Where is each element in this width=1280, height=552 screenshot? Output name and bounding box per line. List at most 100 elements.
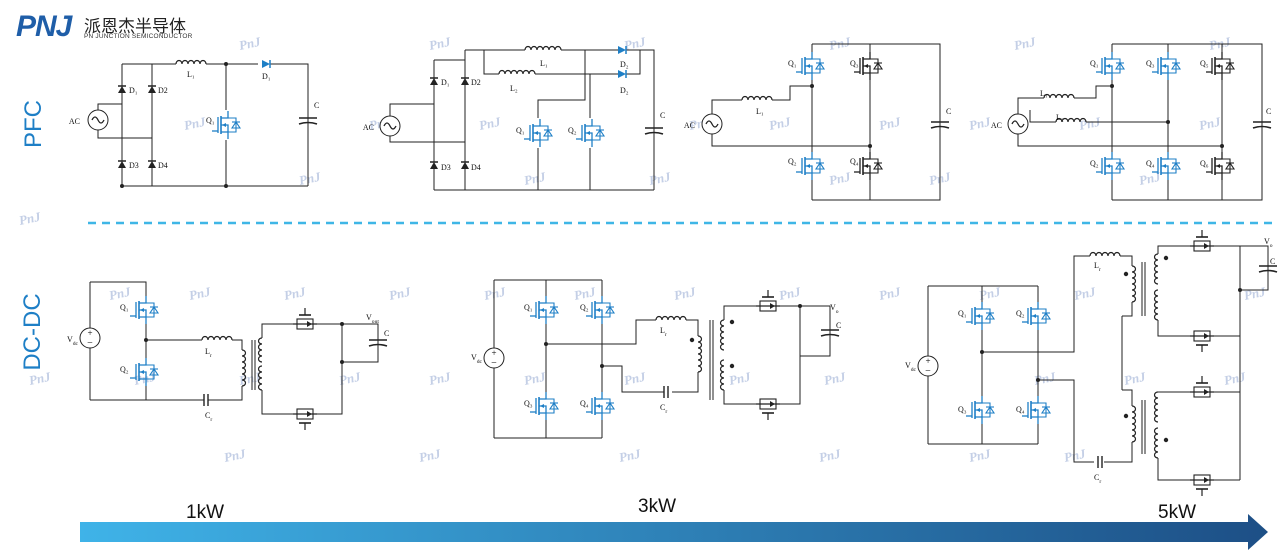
dc-source-symbol <box>917 355 939 377</box>
sr-mosfet-bottom <box>293 408 317 430</box>
watermark-text: PnJ <box>768 114 793 133</box>
transformer-secondary <box>1153 289 1159 321</box>
capacitor-plate <box>1258 269 1278 273</box>
pfc-mosfet-q2 <box>576 119 606 147</box>
capacitor-label: C <box>946 107 951 116</box>
transformer-primary-bottom <box>1131 405 1137 443</box>
resonant-capacitor-label: Cr <box>660 403 667 415</box>
mosfet-label-q2: Q₂ <box>788 157 797 166</box>
pfc-mosfet-lower <box>1096 152 1126 180</box>
mosfet-label-q1: Q₁ <box>524 303 533 312</box>
power-level-1kw: 1kW <box>186 502 224 523</box>
watermark-text: PnJ <box>1013 34 1038 53</box>
watermark-text: PnJ <box>283 284 308 303</box>
transformer-primary-top <box>1131 265 1137 303</box>
watermark-text: PnJ <box>1063 446 1088 465</box>
input-voltage-label: Vdc <box>905 361 917 373</box>
watermark-text: PnJ <box>223 446 248 465</box>
junction-dot <box>224 62 228 66</box>
inductor-label-l1: L₁ <box>756 107 764 116</box>
wire <box>672 372 699 393</box>
junction-dot <box>340 360 344 364</box>
sr-mosfet <box>1190 230 1214 252</box>
power-level-5kw: 5kW <box>1158 502 1196 523</box>
power-level-3kw: 3kW <box>638 496 676 517</box>
wire <box>90 281 147 296</box>
wire <box>723 305 756 320</box>
llc-mosfet-q3 <box>966 396 996 424</box>
pfc-mosfet-q4 <box>854 152 884 180</box>
capacitor-label: C <box>660 111 665 120</box>
wire <box>1157 245 1190 254</box>
company-logo-mark: PNJ <box>16 10 72 43</box>
plus-sign: + <box>491 348 496 358</box>
mosfet-label-q2: Q₂ <box>580 303 589 312</box>
polarity-dot <box>1123 413 1129 419</box>
watermark-text: PnJ <box>18 209 43 228</box>
wire <box>389 103 434 116</box>
junction-dot <box>144 338 148 342</box>
mosfet-label-q2: Q₂ <box>120 365 129 374</box>
power-scale-arrow <box>80 514 1268 550</box>
mosfet-label-q6: Q₆ <box>1200 159 1209 168</box>
watermark-text: PnJ <box>728 369 753 388</box>
junction-dot <box>340 322 344 326</box>
pfc-mosfet-upper <box>1206 52 1236 80</box>
sr-mosfet-bottom <box>756 398 780 420</box>
diode-symbol <box>430 78 438 85</box>
mosfet-label-q4: Q₄ <box>1146 159 1155 168</box>
wire <box>317 323 343 362</box>
diode-label-d1: D₁ <box>129 86 138 95</box>
watermark-text: PnJ <box>878 284 903 303</box>
capacitor-plate <box>368 343 388 347</box>
boost-diode-2 <box>618 70 626 78</box>
output-voltage-label: Vo <box>830 303 839 315</box>
junction-dot <box>798 304 802 308</box>
boost-diode <box>262 60 270 68</box>
mosfet-label-q5: Q₅ <box>1200 59 1209 68</box>
wire <box>261 390 293 415</box>
transformer-secondary-bottom <box>719 359 725 391</box>
watermark-text: PnJ <box>1078 114 1103 133</box>
llc-mosfet-q2 <box>130 358 160 386</box>
output-voltage-label: Vo <box>1264 237 1273 249</box>
capacitor-plate <box>1252 125 1272 129</box>
diode-label-d1: D₁ <box>441 78 450 87</box>
plus-sign: + <box>925 356 930 366</box>
resonant-inductor-label: Lr <box>205 347 212 359</box>
inductor-l1 <box>741 95 773 101</box>
ac-source-label: AC <box>69 117 80 126</box>
capacitor-plate <box>298 121 318 125</box>
inductor-l1 <box>1043 93 1075 99</box>
llc-mosfet-q2 <box>1022 302 1052 330</box>
watermark-text: PnJ <box>618 446 643 465</box>
transformer-secondary <box>1153 253 1159 285</box>
watermark-text: PnJ <box>338 369 363 388</box>
sr-mosfet-top <box>756 290 780 312</box>
watermark-text: PnJ <box>388 284 413 303</box>
llc-mosfet-q4 <box>586 392 616 420</box>
wire <box>270 63 309 186</box>
transformer-secondary-top <box>257 337 263 363</box>
watermark-text: PnJ <box>1208 34 1233 53</box>
wire <box>1074 85 1112 99</box>
watermark-text: PnJ <box>108 284 133 303</box>
resonant-inductor <box>1089 251 1121 257</box>
diode-label-d2: D2 <box>471 78 481 87</box>
watermark-text: PnJ <box>818 446 843 465</box>
watermark-text: PnJ <box>523 369 548 388</box>
transformer-secondary <box>1153 391 1159 423</box>
mosfet-label-q1: Q₁ <box>788 59 797 68</box>
mosfet-label-q1: Q₁ <box>206 116 215 125</box>
ac-wave <box>705 120 719 128</box>
ac-wave <box>1011 120 1025 128</box>
watermark-text: PnJ <box>418 446 443 465</box>
capacitor-plate <box>644 131 664 135</box>
junction-dot <box>120 184 124 188</box>
watermark-text: PnJ <box>968 114 993 133</box>
wire <box>561 73 591 118</box>
wire <box>389 136 465 143</box>
boost-diode-label: D₁ <box>262 72 271 81</box>
inductor-label-l1: L₁ <box>187 70 195 79</box>
resonant-inductor <box>201 335 233 341</box>
